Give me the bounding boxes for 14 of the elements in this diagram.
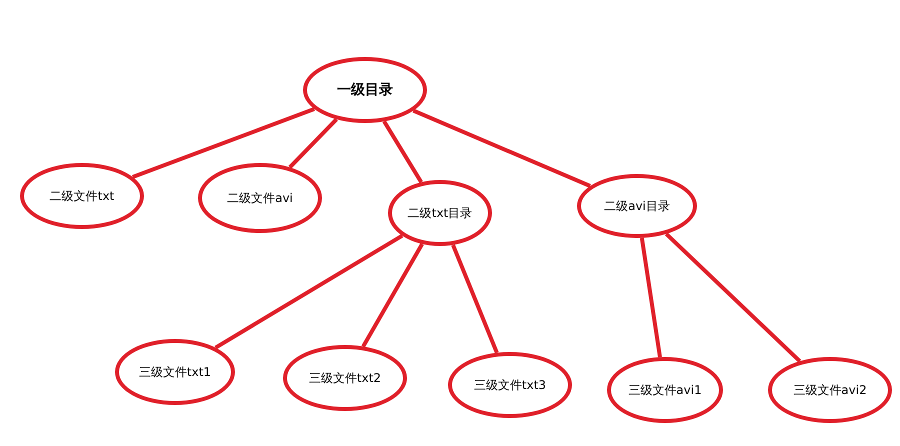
node-label: 二级文件avi [227, 190, 293, 206]
node-label: 二级文件txt [50, 188, 114, 204]
node-label: 二级avi目录 [604, 198, 670, 214]
connector-line [640, 238, 662, 358]
node-label: 三级文件avi1 [628, 382, 702, 398]
node-label: 三级文件txt3 [474, 376, 546, 394]
connector-line [361, 243, 424, 348]
node-label: 二级txt目录 [408, 204, 472, 222]
node-label: 一级目录 [337, 81, 393, 99]
node-label: 三级文件txt1 [138, 364, 212, 380]
connector-line [214, 234, 404, 350]
connector-line [451, 244, 499, 354]
node-label: 三级文件txt2 [308, 370, 382, 386]
node-label: 三级文件avi2 [793, 382, 867, 398]
